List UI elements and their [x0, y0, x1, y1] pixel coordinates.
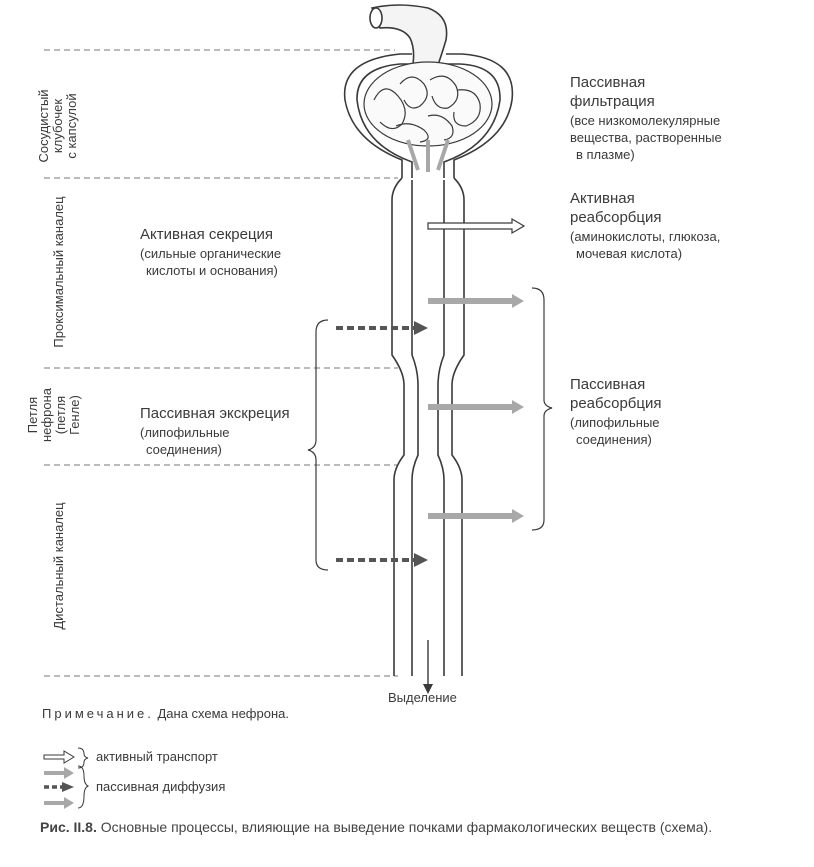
active-reabsorption-title-2: реабсорбция — [570, 209, 662, 226]
passive-excretion-desc-1: (липофильные — [140, 425, 230, 440]
passive-reabsorption-arrows — [428, 294, 524, 523]
section-proximal: Проксимальный каналец — [51, 196, 66, 348]
passive-filtration-desc-1: (все низкомолекулярные — [570, 113, 721, 128]
section-distal: Дистальный каналец — [51, 502, 66, 630]
passive-excretion-desc-2: соединения) — [146, 442, 222, 457]
passive-filtration-title-1: Пассивная — [570, 74, 646, 91]
note-label: Примечание. — [42, 706, 154, 721]
glomerulus — [363, 61, 493, 147]
passive-excretion-title: Пассивная экскреция — [140, 405, 290, 422]
caption-label: Рис. II.8. — [40, 819, 97, 835]
legend-active-label: активный транспорт — [96, 749, 218, 764]
legend-passive-arrow-light-2 — [44, 797, 74, 809]
passive-reabsorption-desc-2: соединения) — [576, 432, 652, 447]
bowman-capsule — [343, 53, 514, 178]
diagram-note: Примечание. Дана схема нефрона. — [42, 706, 289, 721]
active-secretion-title: Активная секреция — [140, 226, 274, 243]
legend-symbols — [43, 747, 90, 809]
caption-text: Основные процессы, влияющие на выведение… — [100, 819, 713, 835]
passive-reabsorption-desc-1: (липофильные — [570, 415, 660, 430]
excretion-arrow — [423, 640, 433, 694]
passive-reabsorption-title-2: реабсорбция — [570, 395, 662, 412]
active-reabsorption-title-1: Активная — [570, 190, 635, 207]
legend-passive-label: пассивная диффузия — [96, 779, 226, 794]
passive-reabsorption-title-1: Пассивная — [570, 376, 646, 393]
figure-caption: Рис. II.8. Основные процессы, влияющие н… — [40, 818, 800, 837]
passive-filtration-title-2: фильтрация — [570, 93, 655, 110]
brackets — [307, 287, 553, 571]
section-glomerulus: Сосудистый клубочек с капсулой — [36, 89, 79, 163]
legend-bracket-passive — [77, 765, 90, 809]
passive-filtration-desc-3: в плазме) — [576, 147, 635, 162]
active-reabsorption-desc-1: (аминокислоты, глюкоза, — [570, 229, 721, 244]
active-reabsorption-arrow — [427, 217, 526, 235]
legend-bracket-active — [77, 747, 89, 769]
passive-excretion-arrowhead-2 — [414, 553, 428, 567]
afferent-vessel — [369, 4, 448, 71]
active-secretion-desc-2: кислоты и основания) — [146, 263, 278, 278]
section-dividers — [44, 49, 398, 677]
filtration-arrows — [406, 139, 450, 172]
note-text: Дана схема нефрона. — [157, 706, 289, 721]
active-secretion-desc-1: (сильные органические — [140, 246, 282, 261]
section-loop: Петля нефрона (петля Генле) — [25, 388, 82, 442]
active-reabsorption-desc-2: мочевая кислота) — [576, 246, 683, 261]
passive-excretion-arrowhead-1 — [414, 321, 428, 335]
excretion-label: Выделение — [388, 690, 457, 705]
legend-passive-arrow-light — [44, 767, 74, 779]
passive-filtration-desc-2: вещества, растворенные — [570, 130, 722, 145]
passive-excretion-arrows — [336, 326, 418, 562]
tubule — [391, 177, 465, 676]
legend-active-arrow — [43, 750, 75, 764]
